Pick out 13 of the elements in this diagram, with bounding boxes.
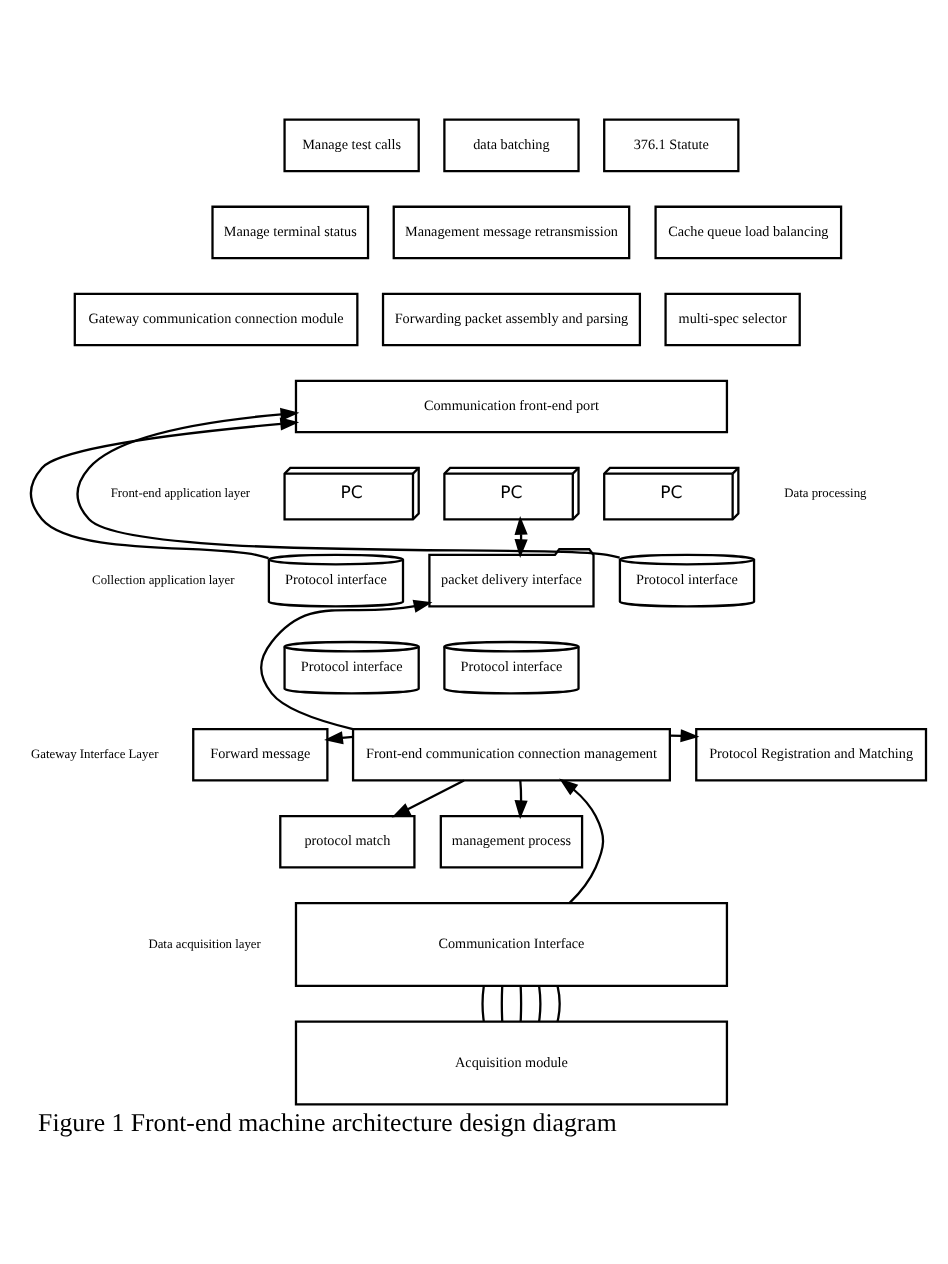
arrow bbox=[514, 515, 528, 559]
connector bbox=[538, 986, 542, 1022]
arrow bbox=[670, 729, 700, 743]
arrow bbox=[29, 417, 300, 560]
connector bbox=[556, 986, 561, 1022]
arrow bbox=[260, 599, 433, 731]
connector bbox=[519, 986, 523, 1022]
arrow bbox=[559, 778, 605, 904]
arrow bbox=[76, 407, 620, 559]
connector bbox=[500, 986, 504, 1022]
caption: Figure 1 Front-end machine architecture design diagram bbox=[38, 1108, 617, 1137]
arrow bbox=[514, 780, 528, 820]
connector bbox=[481, 986, 485, 1022]
